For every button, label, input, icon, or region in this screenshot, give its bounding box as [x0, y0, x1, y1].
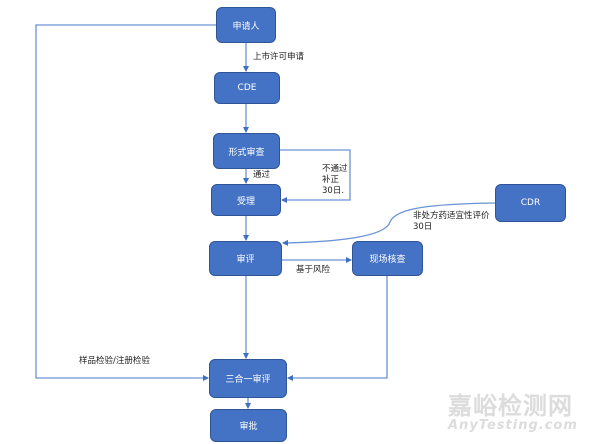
edge-not-passed-loop: [280, 149, 351, 203]
edge-site-inspection-to-three-in-one: [287, 276, 388, 381]
node-cdr-label: CDR: [520, 198, 541, 208]
label-otc-evaluation: 非处方药适宜性评价 30日: [413, 211, 490, 232]
node-three-in-one-review: 三合一审评: [209, 359, 287, 398]
label-not-passed: 不通过 补正 30日.: [322, 164, 348, 196]
watermark-cn: 嘉峪检测网: [448, 392, 573, 420]
node-three-in-one-review-label: 三合一审评: [225, 375, 271, 385]
edge-cdr-to-review: [282, 202, 496, 246]
label-sample-testing: 样品检验/注册检验: [79, 356, 150, 366]
node-applicant-label: 申请人: [232, 21, 260, 32]
node-approval: 审批: [210, 409, 287, 442]
node-review: 审评: [209, 241, 282, 276]
node-applicant: 申请人: [216, 7, 276, 43]
node-approval-label: 审批: [239, 422, 258, 432]
node-formal-review: 形式审查: [213, 133, 280, 169]
node-cde-label: CDE: [237, 83, 257, 93]
label-passed: 通过: [253, 170, 271, 180]
node-cdr: CDR: [495, 184, 566, 222]
node-cde: CDE: [214, 72, 280, 104]
node-review-label: 审评: [236, 255, 255, 265]
node-formal-review-label: 形式审查: [228, 147, 265, 158]
watermark-en: AnyTesting.com: [448, 418, 578, 433]
node-acceptance-label: 受理: [236, 196, 255, 207]
node-site-inspection: 现场核查: [352, 241, 423, 276]
node-site-inspection-label: 现场核查: [369, 255, 406, 265]
node-acceptance: 受理: [211, 184, 281, 216]
label-marketing-application: 上市许可申请: [253, 52, 305, 62]
edge-applicant-to-three-in-one: [35, 24, 216, 381]
label-risk-based: 基于风险: [296, 265, 331, 275]
